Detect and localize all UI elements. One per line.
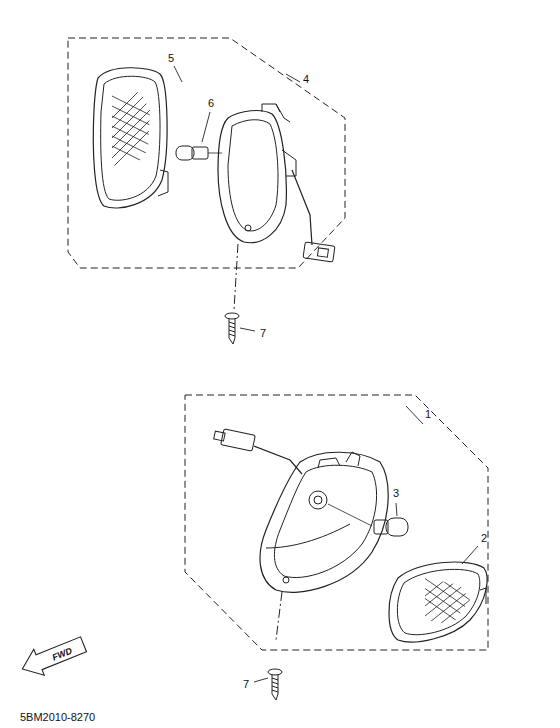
screw xyxy=(225,313,239,344)
part-code: 5BM2010-8270 xyxy=(20,712,95,723)
callout-number: 7 xyxy=(243,679,249,690)
bulb xyxy=(176,146,222,160)
screw xyxy=(268,669,282,700)
callout-number: 6 xyxy=(208,98,214,109)
direction-arrow xyxy=(17,631,89,682)
leader-line xyxy=(174,66,478,682)
assembly-outline xyxy=(68,38,345,268)
callout-number: 3 xyxy=(393,488,399,499)
lens xyxy=(93,68,168,208)
direction-label: FWD xyxy=(51,646,73,662)
lamp-housing xyxy=(214,429,388,592)
lens xyxy=(389,555,487,642)
callout-number: 5 xyxy=(168,53,174,64)
assembly-outline xyxy=(185,395,488,650)
callout-number: 4 xyxy=(303,74,309,85)
callout-number: 1 xyxy=(425,409,431,420)
bulb xyxy=(328,504,408,536)
lamp-housing xyxy=(218,104,335,262)
callout-number: 7 xyxy=(260,328,266,339)
callout-number: 2 xyxy=(481,533,487,544)
